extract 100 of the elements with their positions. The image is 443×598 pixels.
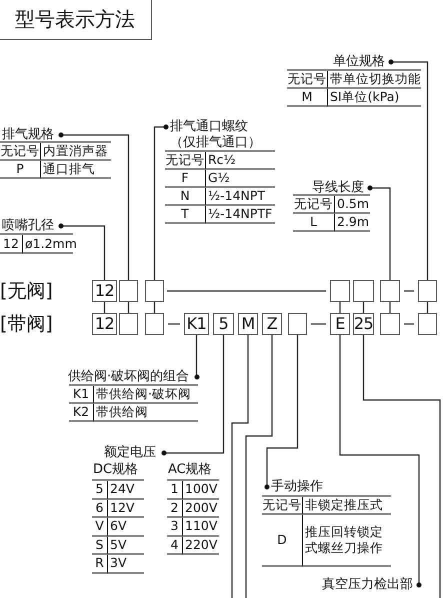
connector-line [426,302,428,313]
option-heading: 额定电压 [104,445,156,461]
table-cell: D [262,515,303,567]
code-box: E [330,313,350,335]
table-cell: R [92,555,108,574]
connector-line [168,323,180,325]
table-cell: N [165,188,206,206]
connector-line [245,335,273,598]
option-heading: 单位规格 [333,54,385,70]
option-heading: 供给阀·破坏阀的组合 [68,369,190,385]
table-cell: K1 [69,386,94,404]
code-box: M [238,313,258,335]
table-cell: S [92,536,108,555]
table-cell: 2 [167,500,183,518]
option-heading: 导线长度 [312,180,364,196]
table-cell: 4 [167,536,183,555]
connector-line [104,302,106,313]
code-box: K1 [184,313,209,335]
option-heading: 喷嘴孔径 [2,218,54,234]
table-cell: ½-14NPT [206,188,275,206]
empty-code-box [288,313,307,335]
table-cell: 1 [167,481,183,500]
table-cell: V [92,518,108,536]
table-cell: 带供给阀·破坏阀 [94,386,198,404]
table-cell: 3 [167,518,183,536]
table-cell: 无记号 [0,143,41,161]
empty-code-box [418,280,437,302]
leader-line [58,224,106,280]
table-cell: 带单位切换功能 [328,71,421,89]
leader-line [154,124,168,280]
table-cell: T [165,206,206,224]
option-heading: 真空压力检出部 [322,577,413,593]
model-prefix: [带阀] [0,313,53,335]
table-cell: 5V [108,536,144,555]
connector-line [389,302,391,313]
table-cell: 0.5m [335,196,370,214]
table-cell: M [287,89,328,107]
empty-code-box [119,280,138,302]
connector-line [128,302,130,313]
code-box: 12 [92,313,117,335]
option-heading: （仅排气通口） [170,135,261,151]
connector-line [154,302,156,313]
connector-line [362,302,364,313]
table-cell: 通口排气 [41,161,111,179]
empty-code-box [145,280,164,302]
connector-line [311,323,326,325]
table-cell: P [0,161,41,179]
table-cell: 12 [0,235,23,254]
model-prefix: [无阀] [0,280,53,302]
leader-line [58,132,130,280]
code-box: 12 [92,280,117,302]
empty-code-box [119,313,138,335]
code-box: 5 [213,313,234,335]
table-cell: 推压回转锁定式螺丝刀操作 [303,515,391,567]
table-cell: 无记号 [165,152,206,170]
table-cell: 2.9m [335,214,370,232]
table-cell: 12V [108,500,144,518]
table-cell: K2 [69,404,94,422]
table-header: DC规格 [92,462,144,481]
table-cell: 100V [183,481,219,500]
table-cell: L [293,214,335,232]
table-cell: 110V [183,518,219,536]
table-cell: 24V [108,481,144,500]
option-heading: 手动操作 [271,479,323,495]
table-cell: G½ [206,170,275,188]
empty-code-box [418,313,437,335]
table-cell: 带供给阀 [94,404,198,422]
empty-code-box [380,313,400,335]
empty-code-box [353,280,374,302]
table-header: AC规格 [167,462,219,481]
table-cell: 6V [108,518,144,536]
empty-code-box [145,313,164,335]
connector-line [167,290,326,292]
table-cell: 5 [92,481,108,500]
code-box: Z [262,313,282,335]
connector-line [362,335,441,598]
table-cell: ½-14NPTF [206,206,275,224]
leader-line [339,335,422,588]
leader-line [194,335,200,380]
table-cell: 无记号 [287,71,328,89]
option-heading: 排气通口螺纹 [170,119,248,135]
leader-line [162,335,224,456]
table-cell: 内置消声器 [41,143,111,161]
leader-line [388,60,428,280]
table-cell: 200V [183,500,219,518]
table-cell: 6 [92,500,108,518]
connector-line [404,290,414,292]
table-cell: Rc½ [206,152,275,170]
title-box: 型号表示方法 [0,0,152,40]
empty-code-box [380,280,400,302]
connector-line [231,335,249,598]
table-cell: F [165,170,206,188]
connector-line [404,323,414,325]
leader-line [264,335,298,490]
leader-line [368,186,391,280]
table-cell: 220V [183,536,219,555]
table-cell: SI单位(kPa) [328,89,421,107]
table-cell: 非锁定推压式 [303,497,391,515]
connector-line [339,302,341,313]
empty-code-box [330,280,350,302]
